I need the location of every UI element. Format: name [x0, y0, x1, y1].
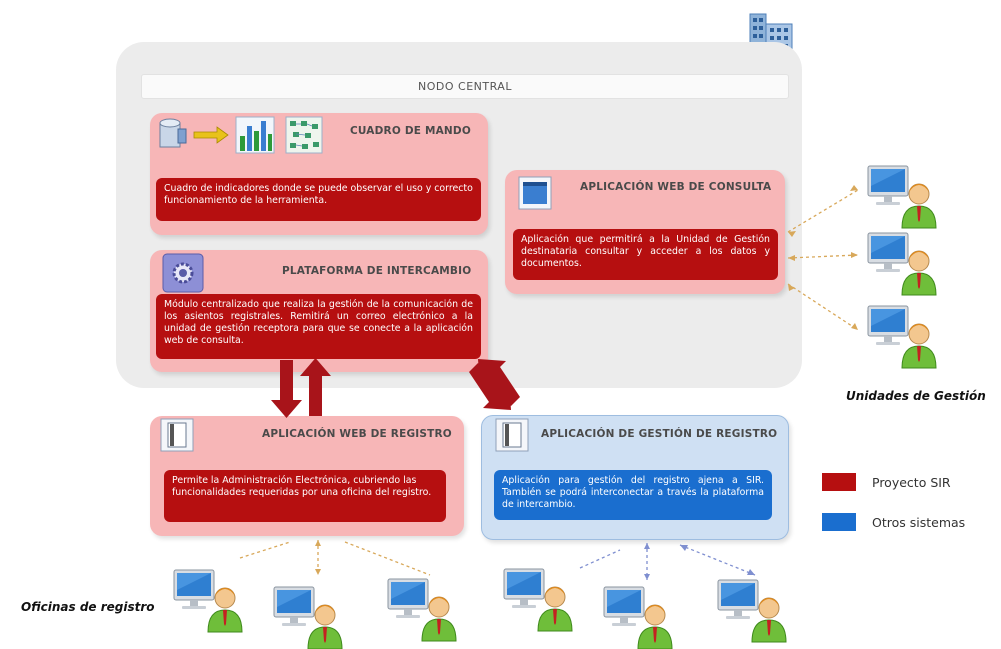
- legend-label-otros-sistemas: Otros sistemas: [872, 515, 966, 530]
- legend-swatch-proyecto-sir: [822, 473, 856, 491]
- web-registro-description: Permite la Administración Electrónica, c…: [164, 470, 446, 522]
- bar-chart-icon: [235, 116, 275, 154]
- oficinas-registro-label: Oficinas de registro: [21, 600, 155, 614]
- document-icon: [495, 418, 529, 452]
- database-icon: [159, 118, 187, 148]
- computer-user-icon: [273, 586, 343, 649]
- cuadro-mando-title: CUADRO DE MANDO: [350, 125, 471, 137]
- computer-user-icon: [867, 305, 937, 369]
- legend-label-proyecto-sir: Proyecto SIR: [872, 475, 951, 490]
- cuadro-mando-description: Cuadro de indicadores donde se puede obs…: [156, 178, 481, 221]
- gear-icon: [162, 253, 204, 293]
- web-consulta-title: APLICACIÓN WEB DE CONSULTA: [580, 181, 772, 193]
- plataforma-title: PLATAFORMA DE INTERCAMBIO: [282, 265, 472, 277]
- gestion-registro-title: APLICACIÓN DE GESTIÓN DE REGISTRO: [541, 428, 778, 440]
- computer-user-icon: [503, 568, 573, 632]
- network-icon: [285, 116, 323, 154]
- computer-user-icon: [867, 232, 937, 296]
- gestion-registro-description: Aplicación para gestión del registro aje…: [494, 470, 772, 520]
- computer-user-icon: [717, 579, 787, 643]
- computer-user-icon: [173, 569, 243, 633]
- web-registro-title: APLICACIÓN WEB DE REGISTRO: [262, 428, 452, 440]
- plataforma-description: Módulo centralizado que realiza la gesti…: [156, 294, 481, 359]
- document-icon: [160, 418, 194, 452]
- browser-icon: [518, 176, 552, 210]
- web-consulta-description: Aplicación que permitirá a la Unidad de …: [513, 229, 778, 280]
- unidades-gestion-label: Unidades de Gestión: [846, 389, 986, 403]
- nodo-central-title: NODO CENTRAL: [141, 74, 789, 99]
- legend-swatch-otros-sistemas: [822, 513, 856, 531]
- computer-user-icon: [867, 165, 937, 229]
- computer-user-icon: [387, 578, 457, 642]
- computer-user-icon: [603, 586, 673, 649]
- arrow-right-icon: [193, 126, 229, 144]
